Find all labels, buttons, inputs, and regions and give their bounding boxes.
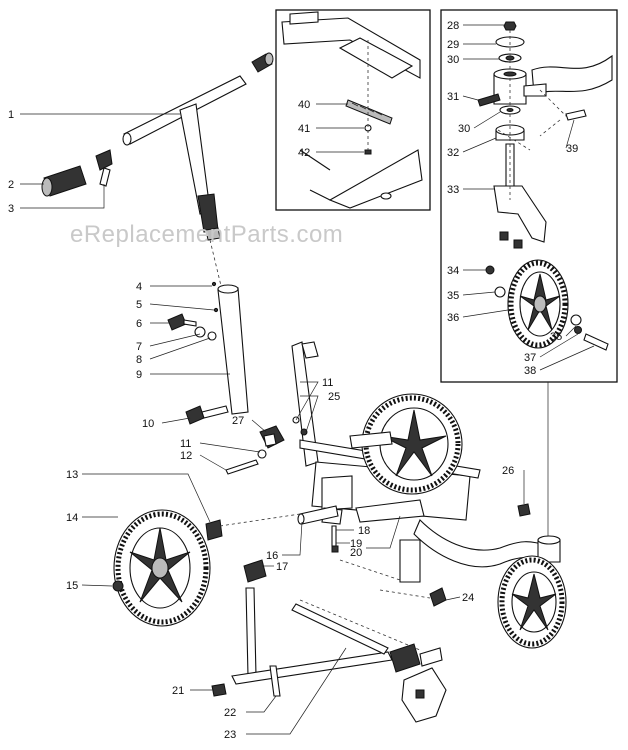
callout-24: 24 xyxy=(462,592,474,604)
hub-cap-part-15 xyxy=(112,580,124,592)
callout-5: 5 xyxy=(136,299,142,311)
knob-part-10 xyxy=(185,405,229,425)
callout-32: 32 xyxy=(447,147,459,159)
callout-15: 15 xyxy=(66,580,78,592)
nut-part-37 xyxy=(574,326,582,334)
wheel-part-14 xyxy=(113,509,211,627)
knob-part-6 xyxy=(167,313,197,331)
caster-wheel-front xyxy=(497,555,567,649)
callout-39: 39 xyxy=(566,143,578,155)
bolt-part-12 xyxy=(225,459,259,475)
washer-part-35-left xyxy=(494,286,506,298)
nut-part-34 xyxy=(485,265,495,275)
pin-part-39 xyxy=(565,109,587,121)
callout-22: 22 xyxy=(224,707,236,719)
washer-part-11-left xyxy=(257,449,267,459)
pump-mount xyxy=(389,643,447,723)
callout-26: 26 xyxy=(502,465,514,477)
callout-17: 17 xyxy=(276,561,288,573)
callout-30-top: 30 xyxy=(447,54,459,66)
caster-wheel-part-36 xyxy=(507,259,569,349)
callout-38: 38 xyxy=(524,365,536,377)
callout-35-right: 35 xyxy=(550,331,562,343)
grip-end-top xyxy=(251,52,274,73)
leader-lines xyxy=(20,24,595,735)
watermark: eReplacementParts.com xyxy=(70,221,343,248)
callout-2: 2 xyxy=(8,179,14,191)
knob-part-24 xyxy=(429,587,447,607)
callout-18: 18 xyxy=(358,525,370,537)
caster-assembly xyxy=(537,535,561,563)
callout-23: 23 xyxy=(224,729,236,741)
nut-part-28 xyxy=(503,21,517,31)
callout-28: 28 xyxy=(447,20,459,32)
axle-part-16 xyxy=(297,505,339,525)
callout-37: 37 xyxy=(524,352,536,364)
callout-31: 31 xyxy=(447,91,459,103)
caster-fork-part-33 xyxy=(493,143,547,249)
clamp-part-17 xyxy=(243,559,267,583)
callout-11-right: 11 xyxy=(322,377,333,389)
callout-27: 27 xyxy=(232,415,244,427)
callout-9: 9 xyxy=(136,369,142,381)
callout-7: 7 xyxy=(136,341,142,353)
screw-part-42 xyxy=(364,149,372,155)
frame-tube-inset xyxy=(531,54,613,95)
washer-part-8 xyxy=(207,331,217,341)
mast-tube-part-9 xyxy=(217,284,249,415)
callout-14: 14 xyxy=(66,512,78,524)
callout-8: 8 xyxy=(136,354,142,366)
callout-35-left: 35 xyxy=(447,290,459,302)
plug-part-26 xyxy=(517,503,531,517)
callout-11-left: 11 xyxy=(180,438,191,450)
callout-40: 40 xyxy=(298,99,310,111)
callout-19: 19 xyxy=(350,538,362,550)
grip-part-2 xyxy=(41,165,87,197)
bushing-part-32 xyxy=(495,124,525,141)
callout-10: 10 xyxy=(142,418,154,430)
callout-41: 41 xyxy=(298,123,310,135)
inset-hitch-detail xyxy=(275,9,431,211)
inset-caster-detail xyxy=(440,9,618,383)
callout-13: 13 xyxy=(66,469,78,481)
washer-part-35-right xyxy=(570,314,582,326)
callout-labels: 1 2 3 4 5 6 7 8 9 10 11 11 12 13 14 15 1… xyxy=(8,20,578,741)
bracket-part-27 xyxy=(259,425,285,449)
clamp-part-3 xyxy=(95,149,113,187)
washer-part-7 xyxy=(194,326,206,338)
cap-part-21 xyxy=(211,683,227,697)
callout-6: 6 xyxy=(136,318,142,330)
callout-30-bottom: 30 xyxy=(458,123,470,135)
callout-4: 4 xyxy=(136,281,142,293)
spring-part-31 xyxy=(477,93,501,107)
callout-16: 16 xyxy=(266,550,278,562)
callout-42: 42 xyxy=(298,147,310,159)
callout-36: 36 xyxy=(447,312,459,324)
callout-3: 3 xyxy=(8,203,14,215)
frame-section-inset xyxy=(281,11,423,209)
callout-34: 34 xyxy=(447,265,459,277)
callout-21: 21 xyxy=(172,685,184,697)
hub-part-13 xyxy=(205,519,223,541)
bolt-part-18 xyxy=(331,525,337,547)
callout-12: 12 xyxy=(180,450,192,462)
callout-1: 1 xyxy=(8,109,14,121)
callout-33: 33 xyxy=(447,184,459,196)
handle-part-1 xyxy=(122,75,247,241)
callout-29: 29 xyxy=(447,39,459,51)
screw-part-19 xyxy=(331,545,339,553)
stand-assembly xyxy=(231,587,393,697)
callout-20: 20 xyxy=(350,547,362,559)
rear-wheel-right xyxy=(349,393,463,495)
caster-housing xyxy=(493,68,547,105)
bolt-part-38 xyxy=(583,333,609,351)
callout-25: 25 xyxy=(328,391,340,403)
nut-part-25 xyxy=(300,428,308,436)
pin-part-4 xyxy=(211,281,217,287)
bracket-part-20 xyxy=(355,499,425,523)
pin-part-5 xyxy=(213,307,219,313)
